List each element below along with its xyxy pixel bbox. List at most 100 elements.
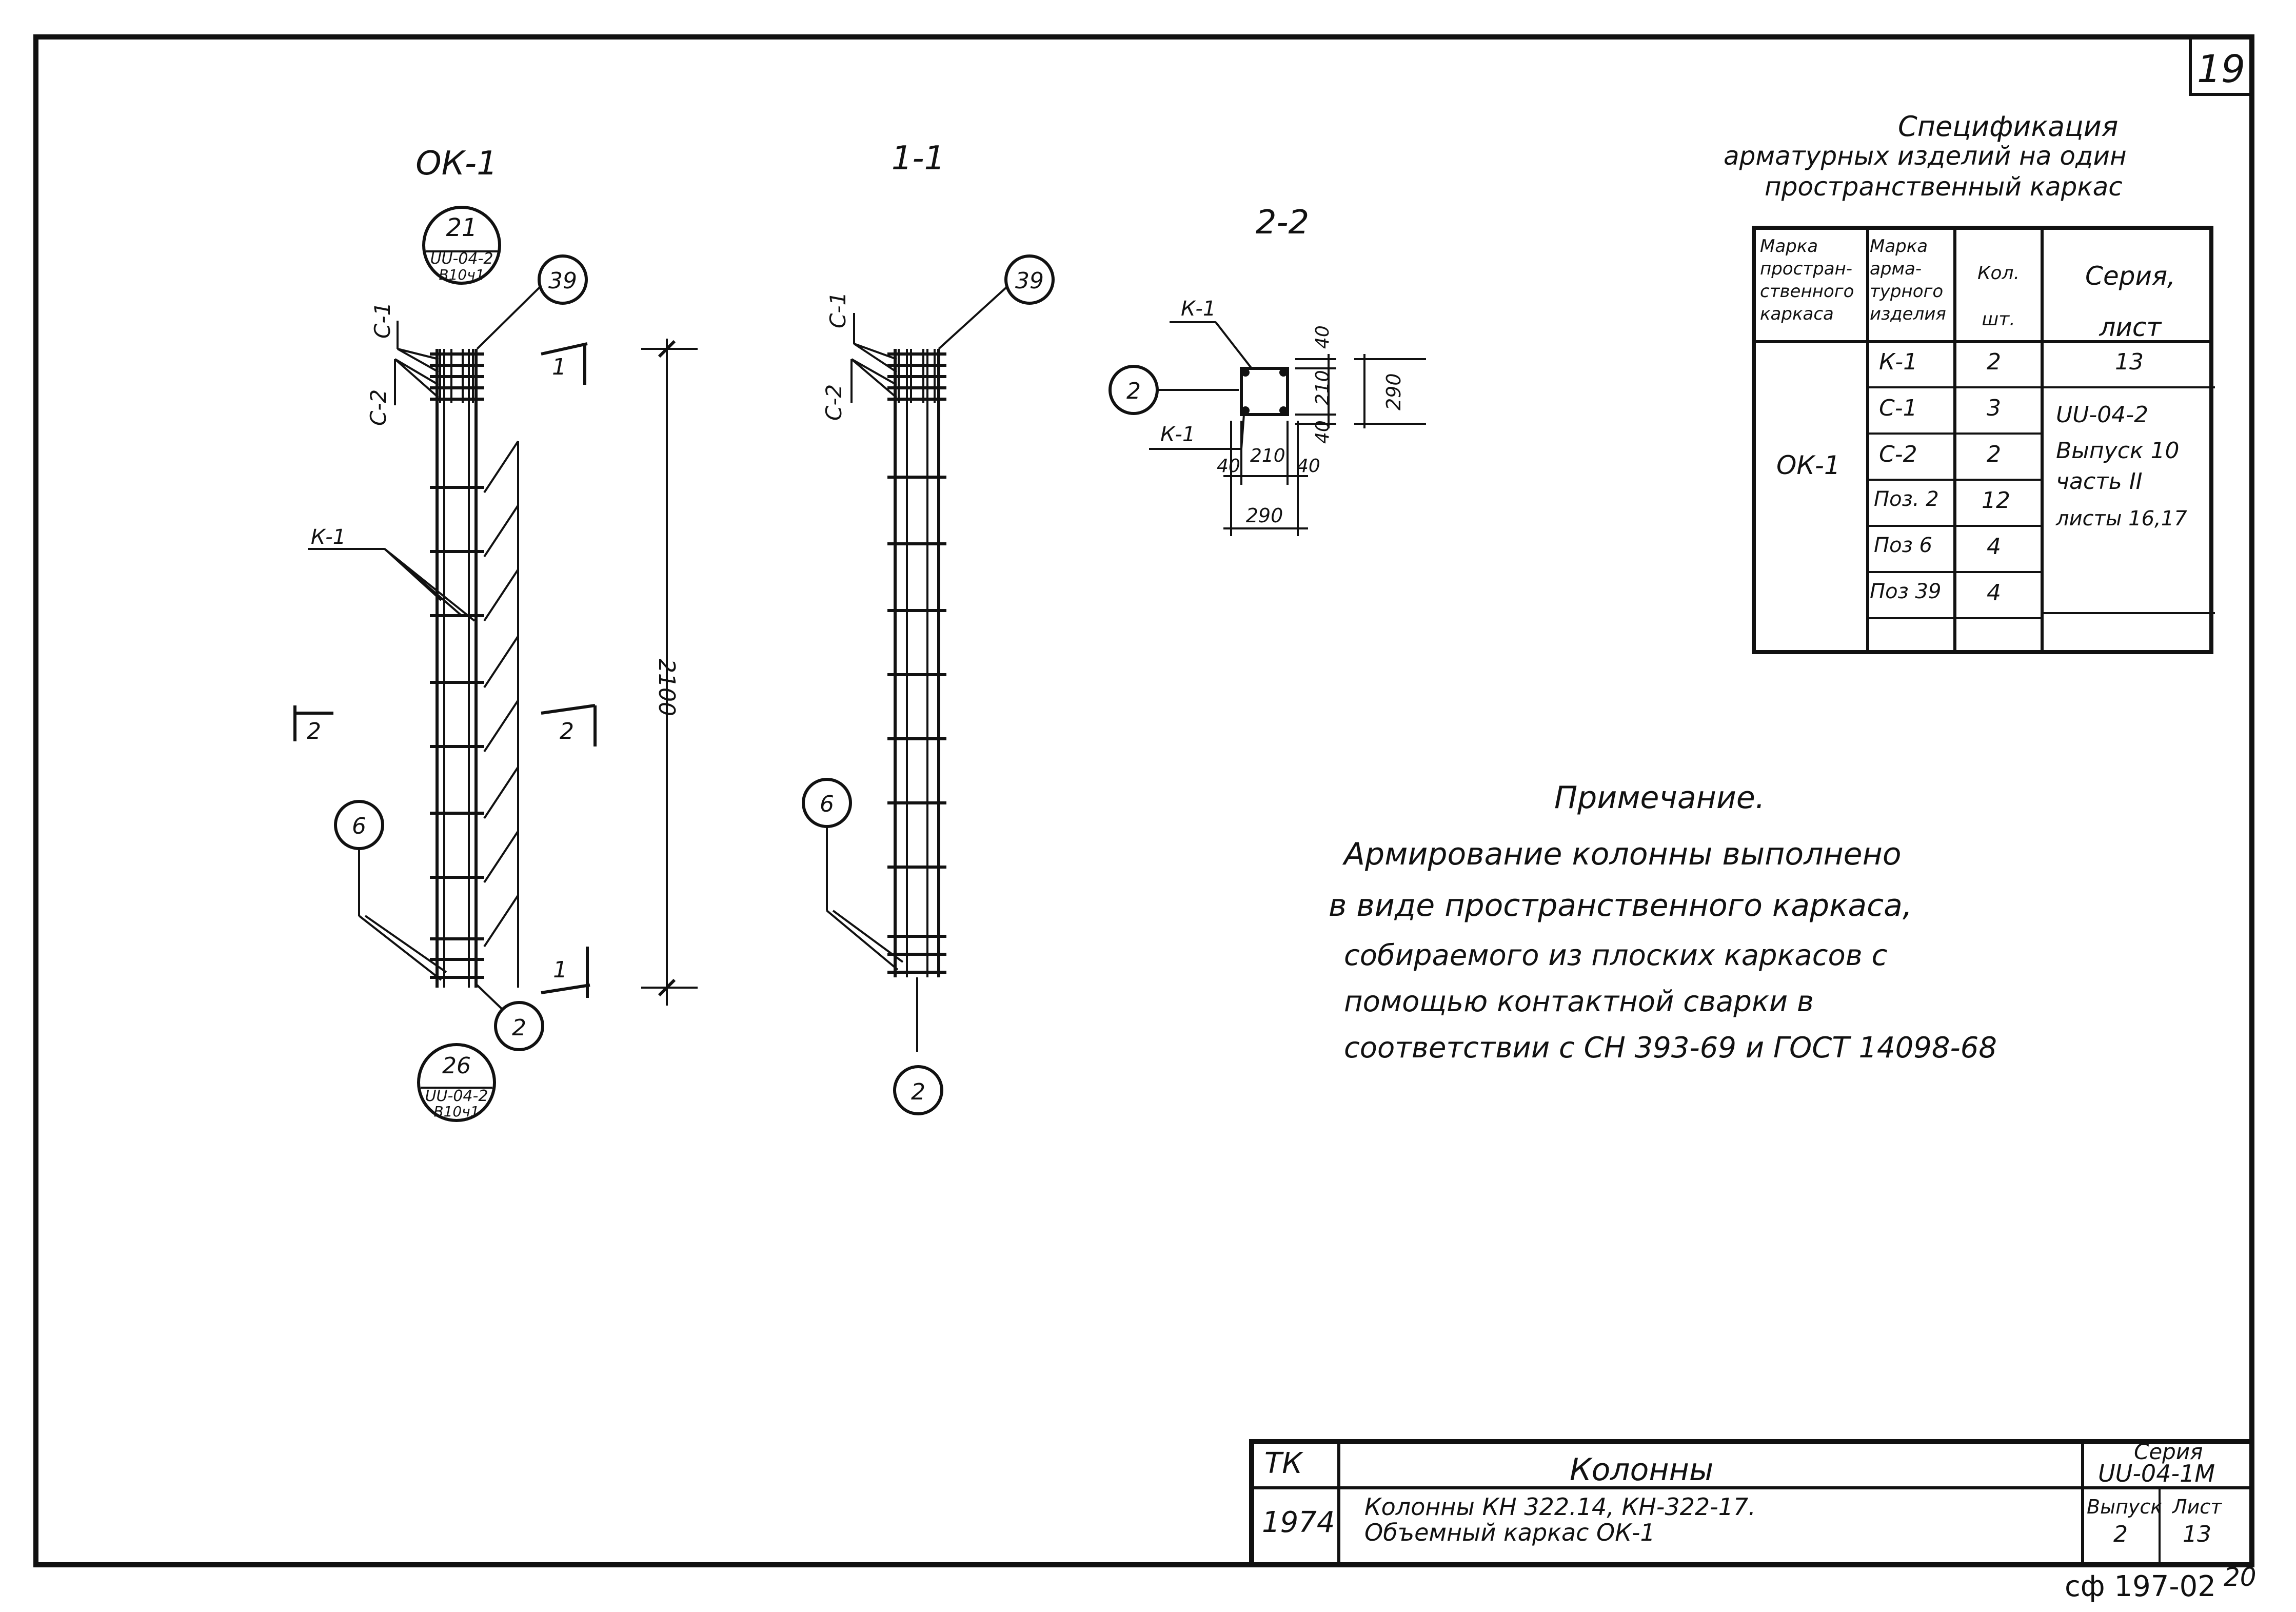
section-pos2: 2	[1126, 378, 1141, 404]
spec-row-3-item: С-2	[1879, 441, 1917, 467]
tb-desc-2: Объемный каркас ОК-1	[1364, 1519, 1655, 1546]
cut1-top: 1	[552, 354, 566, 380]
title-block-lines	[1249, 1439, 2254, 1567]
ref-bottom-series: UU-04-2	[425, 1087, 488, 1105]
pos39-11: 39	[1015, 268, 1044, 294]
section-dim-h-2: 210	[1250, 445, 1285, 466]
sheet-frame	[33, 34, 2254, 1567]
pos2-11: 2	[911, 1079, 925, 1105]
spec-row-2-item: С-1	[1879, 395, 1917, 421]
note-line-2: в виде пространственного каркаса,	[1329, 888, 1912, 923]
view-1-1-title: 1-1	[892, 140, 945, 178]
section-dim-v-1: 40	[1312, 325, 1333, 349]
spec-title-2: арматурных изделий на один	[1724, 141, 2127, 171]
view-ok1-title: ОК-1	[415, 145, 498, 183]
note-line-1: Армирование колонны выполнено	[1344, 836, 1902, 872]
stamp-page: 20	[2224, 1562, 2257, 1592]
spec-row-2-qty: 3	[1987, 395, 2001, 421]
section-square	[1240, 367, 1289, 416]
section-k1-top: К-1	[1181, 297, 1216, 321]
pos2-bubble-ok1	[494, 1001, 544, 1051]
stirrups-11	[887, 476, 946, 974]
pos2-ok1: 2	[512, 1015, 526, 1041]
section-dim-h-3: 40	[1297, 456, 1320, 477]
ref-bottom-num: 26	[442, 1053, 471, 1079]
label-k1-ok1: К-1	[311, 525, 346, 549]
label-c2-11: С-2	[821, 384, 846, 421]
tb-sheet-value: 13	[2183, 1521, 2211, 1547]
spec-series-2: Выпуск 10	[2056, 438, 2180, 464]
spec-header-series: Серия, лист	[2085, 261, 2175, 342]
section-dim-v-2: 210	[1312, 370, 1333, 405]
cut2-left: 2	[307, 718, 321, 744]
sheet-number: 19	[2197, 47, 2245, 91]
note-line-3: собираемого из плоских каркасов с	[1344, 939, 1888, 972]
tb-year: 1974	[1262, 1506, 1335, 1539]
hatch-ok1	[483, 440, 519, 988]
spec-row-4-qty: 12	[1982, 487, 2010, 514]
dim-2100: 2100	[654, 659, 680, 716]
spec-series-1: UU-04-2	[2056, 402, 2149, 428]
spec-row-5-qty: 4	[1987, 534, 2001, 560]
section-dim-v-total: 290	[1382, 373, 1405, 410]
tb-issue-label: Выпуск	[2087, 1496, 2163, 1518]
ref-top-series: UU-04-2	[430, 250, 493, 268]
cut1-bottom: 1	[553, 957, 567, 983]
tb-name: Колонны	[1570, 1452, 1714, 1488]
pos39-bubble-ok1	[538, 254, 588, 305]
label-c2-ok1: С-2	[366, 389, 391, 426]
pos39-ok1: 39	[548, 268, 577, 294]
pos2-bubble-11	[893, 1065, 943, 1115]
tb-tk: ТК	[1264, 1447, 1302, 1480]
spec-series-4: листы 16,17	[2056, 507, 2187, 530]
spec-row-5-item: Поз 6	[1874, 534, 1932, 557]
section-k1-bottom: К-1	[1160, 423, 1195, 446]
note-line-4: помощью контактной сварки в	[1344, 985, 1814, 1018]
top-mesh-ok1	[430, 349, 484, 403]
sheet-number-box	[2189, 35, 2253, 96]
spec-title-3: пространственный каркас	[1765, 172, 2123, 202]
section-dim-h-1: 40	[1217, 456, 1240, 477]
label-c1-ok1: С-1	[370, 302, 395, 339]
view-1-1: 1-1 С-1 С-2	[802, 140, 1055, 1115]
stirrups-ok1	[430, 486, 484, 979]
view-ok1: ОК-1 21 UU-04-2 В10ч1	[293, 145, 698, 1122]
ref-top-num: 21	[446, 213, 477, 242]
spec-table: Марка простран-ственного каркаса Марка а…	[1752, 226, 2215, 654]
note-line-5: соответствии с СН 393-69 и ГОСТ 14098-68	[1344, 1031, 1997, 1065]
view-2-2: 2-2 К-1 К-1 2 40 210 40 290	[1109, 204, 1426, 536]
pos6-ok1: 6	[352, 813, 366, 839]
spec-header-qty: Кол. шт.	[1977, 263, 2020, 330]
ref-circle-bottom	[417, 1043, 496, 1122]
spec-row-3-qty: 2	[1987, 441, 2001, 467]
spec-row-1-qty: 2	[1987, 349, 2001, 375]
spec-series-3: часть II	[2056, 468, 2143, 495]
pos6-11: 6	[820, 791, 834, 817]
spec-row-4-item: Поз. 2	[1874, 487, 1939, 511]
spec-row-1-item: К-1	[1879, 349, 1918, 375]
cut2-right: 2	[560, 718, 574, 744]
note-title: Примечание.	[1554, 780, 1765, 816]
spec-row-6-item: Поз 39	[1870, 580, 1942, 603]
section-dim-v-3: 40	[1312, 420, 1333, 444]
section-dim-h-total: 290	[1246, 504, 1283, 527]
tb-sheet-label: Лист	[2172, 1496, 2222, 1518]
spec-series-first: 13	[2115, 349, 2144, 375]
spec-header-item: Марка арма-турного изделия	[1870, 236, 1946, 324]
view-2-2-title: 2-2	[1256, 204, 1310, 242]
pos39-bubble-11	[1004, 254, 1055, 305]
spec-title-1: Спецификация	[1898, 110, 2119, 143]
label-c1-11: С-1	[825, 292, 850, 328]
top-mesh-11	[887, 349, 946, 403]
tb-issue-value: 2	[2113, 1521, 2128, 1547]
tb-series-value: UU-04-1М	[2098, 1460, 2215, 1487]
tb-series-label: Серия	[2134, 1439, 2203, 1464]
spec-header-frame: Марка простран-ственного каркаса	[1760, 236, 1854, 324]
ref-top-issue: В10ч1	[439, 266, 484, 283]
spec-frame-mark: ОК-1	[1776, 450, 1840, 480]
ref-circle-top	[422, 206, 501, 285]
ref-bottom-issue: В10ч1	[433, 1103, 479, 1120]
spec-row-6-qty: 4	[1987, 580, 2001, 606]
tb-desc-1: Колонны КН 322.14, КН-322-17.	[1364, 1493, 1756, 1521]
